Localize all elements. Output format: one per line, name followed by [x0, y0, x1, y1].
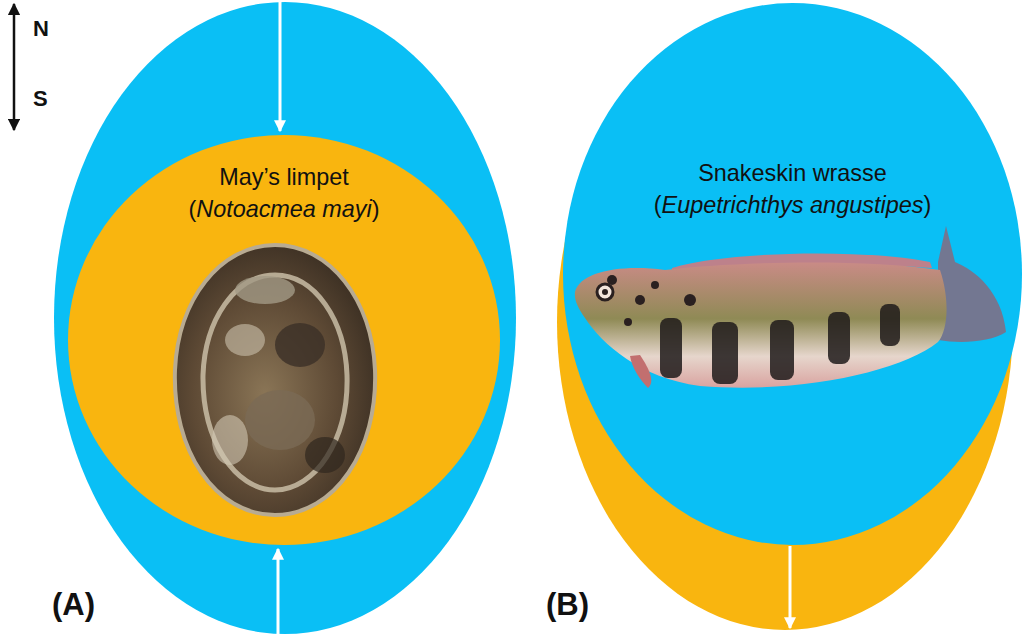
fish-bar [880, 304, 900, 346]
shell-ring [203, 275, 347, 490]
shell-patch [305, 437, 345, 473]
range-ellipse [563, 3, 1022, 545]
common-name: May’s limpet [68, 161, 500, 193]
fish-spot [684, 294, 696, 306]
species-name: Notoacmea mayi [196, 196, 372, 222]
range-circle [68, 135, 500, 545]
shift-arrow [279, 0, 282, 131]
panel-label: (B) [546, 586, 589, 623]
wrasse-illustration [575, 226, 1006, 388]
fish-body [575, 262, 947, 387]
range-ellipse [54, 2, 516, 634]
fish-pupil [602, 289, 608, 295]
fish-tail [938, 226, 1006, 342]
fish-spot [635, 295, 645, 305]
text-group: May’s limpet(Notoacmea mayi) [68, 161, 500, 225]
shell-patch [235, 276, 295, 304]
shift-arrow [789, 546, 792, 628]
range-circle: May’s limpet(Notoacmea mayi) [68, 135, 500, 545]
text-group: Snakeskin wrasse(Eupetrichthys angustipe… [563, 157, 1022, 221]
shell-patch [245, 390, 315, 450]
shift-arrow [277, 549, 280, 640]
species-name: Eupetrichthys angustipes [662, 192, 924, 218]
scientific-name: (Eupetrichthys angustipes) [563, 189, 1022, 221]
shell-patch [225, 324, 265, 356]
range-ellipse: Snakeskin wrasse(Eupetrichthys angustipe… [563, 3, 1022, 545]
fish-bar [712, 322, 738, 384]
compass-label: S [33, 86, 48, 112]
shape-outline [563, 3, 1022, 545]
fish-dorsal-fin [672, 253, 932, 276]
fish-pelvic-fin [630, 355, 651, 388]
fish-spot [607, 275, 617, 285]
scientific-name: (Notoacmea mayi) [68, 193, 500, 225]
compass-arrow [13, 4, 16, 130]
shell-patch [212, 415, 248, 465]
limpet-shell [175, 245, 375, 515]
fish-spot [624, 318, 632, 326]
shell-patch [275, 323, 325, 367]
common-name: Snakeskin wrasse [563, 157, 1022, 189]
fish-spot [651, 281, 659, 289]
compass-label: N [33, 16, 49, 42]
panel-label: (A) [52, 586, 95, 623]
fish-bar [660, 318, 682, 378]
fish-bar [770, 320, 794, 380]
fish-eye [597, 284, 613, 300]
fish-bar [828, 312, 850, 364]
limpet-illustration [175, 245, 375, 515]
